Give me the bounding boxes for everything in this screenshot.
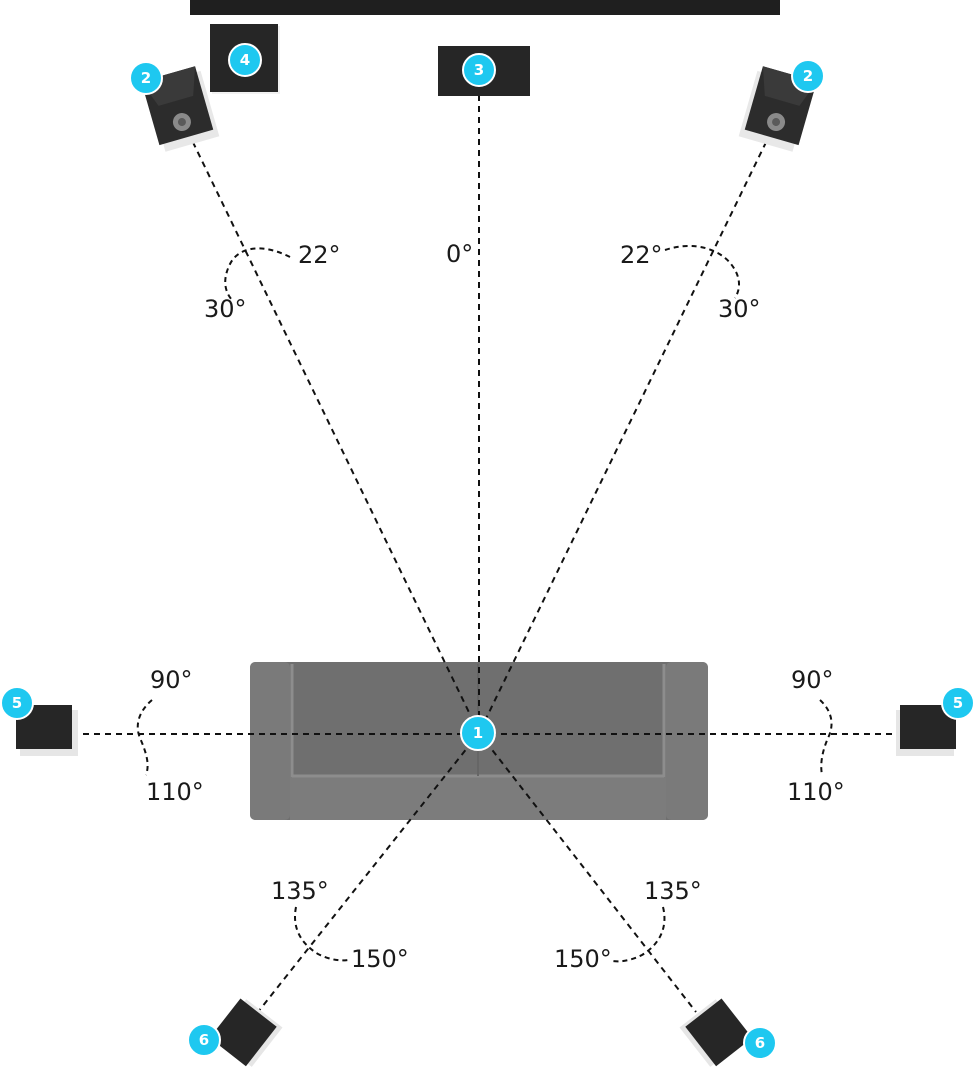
badge-center: 3 [462, 53, 496, 87]
rear-right-speaker [679, 998, 753, 1067]
svg-text:4: 4 [240, 51, 250, 69]
front-left-speaker [141, 66, 220, 152]
side-right-speaker [896, 705, 956, 756]
arc-rear-left [294, 906, 349, 962]
tv-screen [190, 0, 780, 15]
svg-text:1: 1 [473, 724, 483, 742]
angle-label-rear-left-top: 135° [271, 877, 329, 905]
badge-front-left: 2 [129, 61, 163, 95]
badge-rear-left: 6 [187, 1023, 221, 1057]
angle-label-rear-left-bottom: 150° [351, 945, 409, 973]
badge-side-left: 5 [0, 686, 34, 720]
arc-side-left [136, 699, 153, 776]
badge-subwoofer: 4 [228, 43, 262, 77]
ray-rear-left [257, 732, 480, 1013]
svg-text:3: 3 [474, 61, 484, 79]
svg-text:5: 5 [953, 694, 963, 712]
svg-text:6: 6 [755, 1034, 765, 1052]
ray-rear-right [478, 732, 697, 1013]
angle-label-side-left-top: 90° [150, 666, 193, 694]
angle-label-front-left-outer: 30° [204, 295, 247, 323]
number-badges: 1 2 2 3 4 5 5 6 [0, 43, 975, 1060]
angle-label-side-right-top: 90° [791, 666, 834, 694]
angle-label-front-right-inner: 22° [620, 241, 663, 269]
badge-rear-right: 6 [743, 1026, 777, 1060]
ray-front-right [478, 131, 772, 734]
svg-text:6: 6 [199, 1031, 209, 1049]
angle-label-rear-right-bottom: 150° [554, 945, 612, 973]
angle-label-rear-right-top: 135° [644, 877, 702, 905]
front-right-speaker [738, 66, 817, 152]
angle-label-side-left-bottom: 110° [146, 778, 204, 806]
rear-left-speaker [209, 998, 283, 1067]
badge-side-right: 5 [941, 686, 975, 720]
svg-text:2: 2 [803, 67, 813, 85]
speaker-rays [72, 95, 900, 1013]
angle-arcs [136, 245, 833, 963]
ray-front-left [187, 131, 480, 734]
angle-label-front-left-inner: 22° [298, 241, 341, 269]
arc-side-right [819, 699, 833, 776]
badge-front-right: 2 [791, 59, 825, 93]
angle-labels: 0° 22° 30° 22° 30° 90° 110° 90° 110° 135… [146, 240, 845, 973]
arc-front-left [224, 247, 291, 301]
angle-label-front-right-outer: 30° [718, 295, 761, 323]
badge-listener: 1 [460, 715, 496, 751]
svg-text:5: 5 [12, 694, 22, 712]
angle-label-side-right-bottom: 110° [787, 778, 845, 806]
arc-rear-right [611, 906, 666, 963]
angle-label-center: 0° [446, 240, 473, 268]
svg-text:2: 2 [141, 69, 151, 87]
